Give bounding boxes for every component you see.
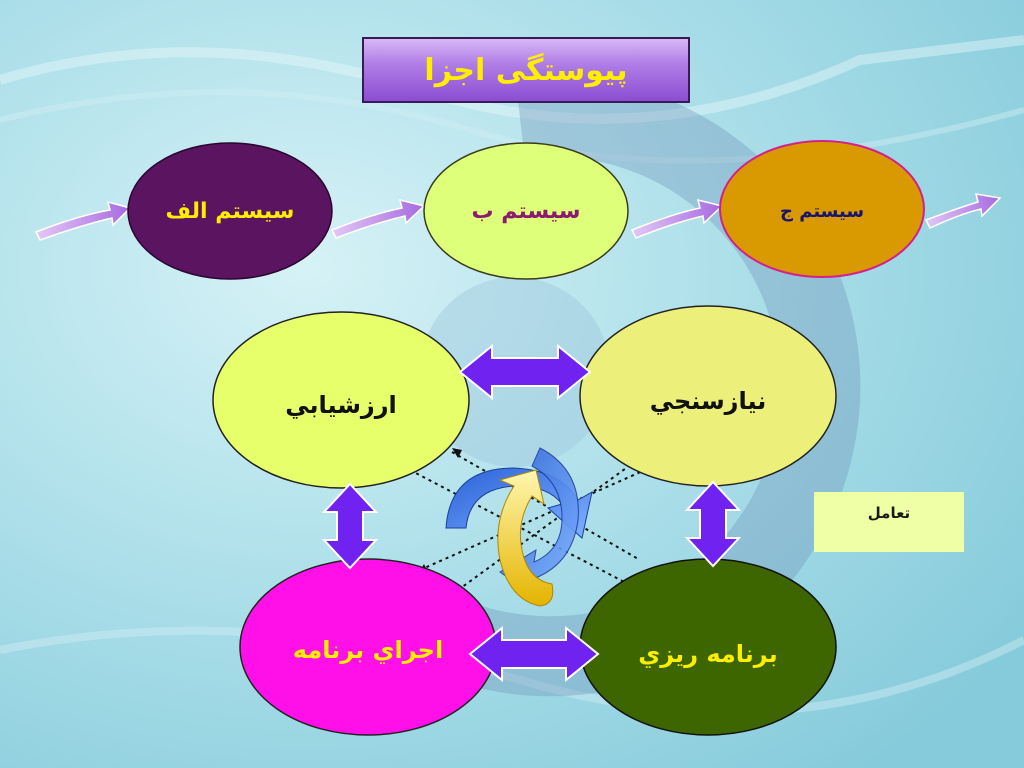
needs-assessment-node [579,305,837,487]
evaluation-node [212,311,470,489]
double-arrow-bottom [468,625,600,683]
page-title: پیوستگی اجزا [424,52,628,88]
implementation-node [239,558,497,736]
system-b-node [423,142,629,280]
system-c-node [719,140,925,278]
double-arrow-left [321,482,379,570]
interaction-dotted-arrows [409,451,646,591]
double-arrow-top [458,343,592,401]
curved-arrow-2 [330,198,426,239]
curved-arrow-3 [630,198,724,239]
planning-node [579,558,837,736]
curved-arrow-1 [34,200,132,241]
title-box: پیوستگی اجزا [362,37,690,103]
interaction-note-box: تعامل [814,492,964,552]
system-a-node [127,142,333,280]
interaction-note-text: تعامل [867,504,911,522]
double-arrow-right [684,480,742,568]
cycle-swirl-icon [445,447,593,607]
curved-arrow-4 [924,193,1002,229]
